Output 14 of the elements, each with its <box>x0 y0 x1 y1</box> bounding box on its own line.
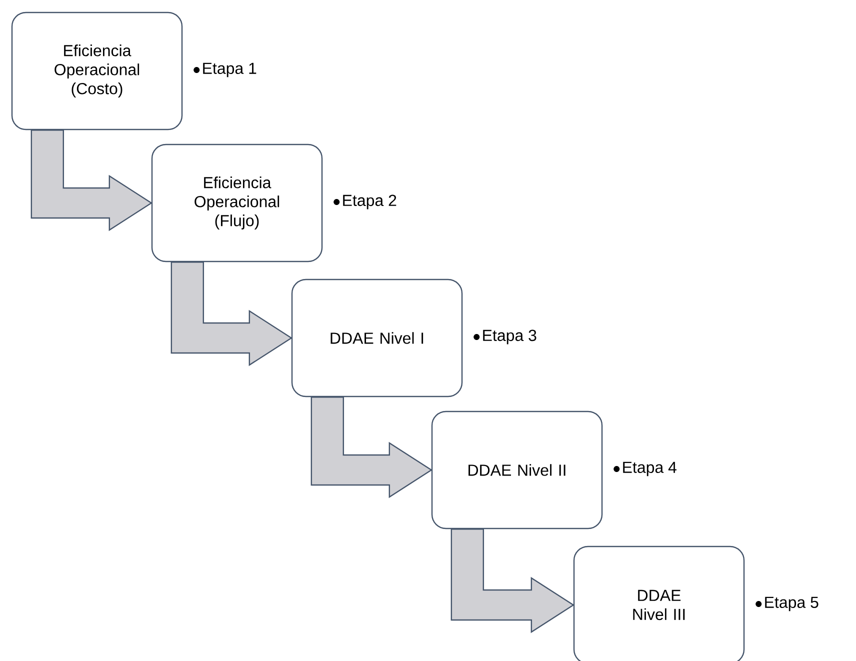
process-box: Eficiencia Operacional (Flujo) <box>151 144 323 262</box>
process-box: DDAE Nivel III <box>573 546 745 661</box>
bent-arrow <box>30 130 152 232</box>
stage-label: Etapa 3 <box>474 330 536 344</box>
stage-label: Etapa 5 <box>756 596 818 612</box>
bent-arrow <box>310 396 433 498</box>
stage-label: Etapa 4 <box>614 462 676 476</box>
stage-label: Etapa 2 <box>334 194 396 210</box>
process-box: Eficiencia Operacional (Costo) <box>11 12 183 130</box>
bent-arrow <box>170 262 293 366</box>
stage-label: Etapa 1 <box>194 62 256 78</box>
bent-arrow <box>450 528 575 634</box>
process-box: DDAE Nivel II <box>431 410 603 530</box>
process-box: DDAE Nivel I <box>291 278 463 398</box>
